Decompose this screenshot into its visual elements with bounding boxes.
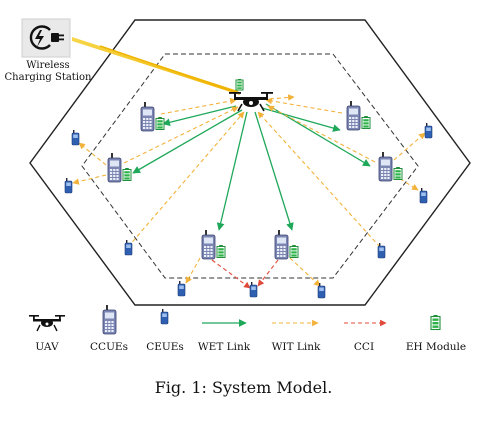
charging-beam [72,37,240,95]
wit-links [72,94,426,287]
wit-link [78,142,107,166]
legend-ceue-icon [160,309,169,325]
wit-link [265,97,343,114]
ceue-device [64,178,73,194]
wet-link [265,103,371,167]
ceue-device [124,240,133,256]
legend-eh-icon [430,315,441,331]
small-phone-icon [160,309,169,325]
small-phone-icon [317,283,326,299]
ceue-device [424,123,433,139]
station-label-line1: Wireless [26,60,69,71]
outer-cell-hexagon [29,19,471,306]
wit-link [393,174,419,191]
legend-ccue-icon [102,305,117,335]
small-phone-icon [424,123,433,139]
drone-icon [229,92,273,112]
small-phone-icon [124,240,133,256]
charging-plug-icon [29,25,64,50]
phone-icon [140,102,155,132]
wit-link [393,132,426,161]
phone-icon [274,230,289,260]
cci-link [257,259,279,287]
wet-link [162,105,237,127]
wit-link [72,174,107,185]
ccue-device [346,101,371,131]
eh-module [155,117,165,130]
figure-caption: Fig. 1: System Model. [154,378,333,397]
cci-links [211,259,279,289]
legend-ccue-phone [102,305,117,335]
uav-drone [229,92,273,112]
legend-label-wit: WIT Link [272,341,321,353]
phone-icon [346,101,361,131]
phone-icon [201,230,216,260]
ccue-device [107,153,132,183]
battery-icon [430,315,441,331]
legend-label-ceue: CEUEs [146,341,184,353]
wet-link [254,111,294,231]
wet-links [132,103,371,231]
eh-module [393,167,403,180]
wit-link [127,111,245,248]
legend-label-eh: EH Module [406,341,466,353]
ccue-layer [107,101,403,260]
phone-icon [107,153,122,183]
ccue-device [274,230,299,260]
legend-label-wet: WET Link [198,341,251,353]
small-phone-icon [177,281,186,297]
wit-link [123,106,239,164]
wet-link [132,109,243,174]
phone-icon [378,152,393,182]
eh-module [361,116,371,129]
eh-module [122,168,132,181]
ceue-device [317,283,326,299]
charging-station: Wireless Charging Station [5,18,93,83]
ceue-device [71,130,80,146]
ccue-device [378,152,403,182]
ccue-device [140,102,165,132]
legend-label-uav: UAV [35,341,59,353]
charging-station-box [21,18,71,58]
small-phone-icon [71,130,80,146]
eh-module [289,245,299,258]
wet-link [216,111,248,231]
cci-link [211,259,251,289]
station-label-line2: Charging Station [5,72,93,83]
wit-link [257,111,381,248]
legend-uav-icon [29,315,65,332]
ceue-device [419,188,428,204]
phone-icon [102,305,117,335]
wit-link [269,94,295,101]
wet-link [261,107,341,132]
wit-link [267,105,376,163]
small-phone-icon [249,282,258,298]
eh-module [216,245,226,258]
inner-cell-hexagon [81,53,419,279]
small-phone-icon [377,243,386,259]
legend: UAV CCUEs CEUEs WET Link WIT Link CCI EH… [29,305,466,353]
uav-eh-module [235,79,244,91]
ceue-layer [64,123,433,299]
ceue-device [377,243,386,259]
ccue-device [201,230,226,260]
wit-link [185,257,201,284]
legend-label-cci: CCI [354,341,374,353]
wit-link [289,257,321,287]
ceue-device [249,282,258,298]
wit-link [160,97,237,115]
ceue-device [177,281,186,297]
small-phone-icon [419,188,428,204]
legend-label-ccue: CCUEs [90,341,128,353]
small-phone-icon [64,178,73,194]
legend-ceue-phone [160,309,169,325]
